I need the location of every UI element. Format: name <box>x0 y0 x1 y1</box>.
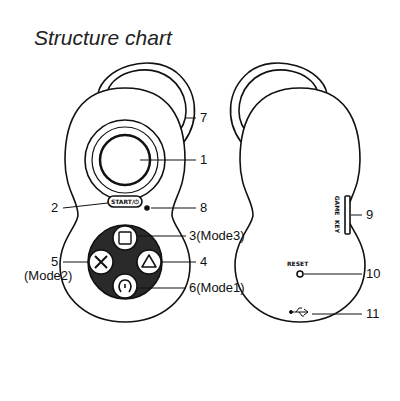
callout-number: 3(Mode3) <box>189 228 245 244</box>
button <box>137 250 161 274</box>
button-icon <box>119 232 131 244</box>
button-icon <box>142 255 156 267</box>
button <box>113 226 137 250</box>
controller-back <box>235 88 365 322</box>
leader-line <box>63 118 362 314</box>
reset-hole <box>297 271 303 277</box>
callout-number: 2 <box>51 200 58 216</box>
callout-number: 11 <box>366 306 380 322</box>
switch-text: GAME <box>332 195 343 215</box>
callout-number: 4 <box>200 254 207 270</box>
switch-text: KEY <box>333 219 344 232</box>
button-icon <box>119 280 131 292</box>
callout-number: 6(Mode1) <box>189 280 245 296</box>
callout-number: 8 <box>200 200 207 216</box>
chart-title: Structure chart <box>34 26 172 50</box>
usb-port <box>290 308 309 316</box>
mode-switch <box>345 196 350 234</box>
reset-text: RESET <box>287 258 308 269</box>
button-icon <box>95 256 107 268</box>
callout-number: 7 <box>200 110 207 126</box>
button <box>89 250 113 274</box>
callout-number: 10 <box>366 266 380 282</box>
callout-number: 1 <box>200 152 207 168</box>
button <box>113 274 137 298</box>
callout-number: 9 <box>366 207 373 223</box>
mode-label: (Mode2) <box>24 268 72 284</box>
indicator-light <box>145 206 149 210</box>
start-button <box>108 196 142 207</box>
button-text: START/⏻ <box>108 196 142 207</box>
controller-front <box>60 88 190 322</box>
callout-number: 5 <box>51 254 58 270</box>
